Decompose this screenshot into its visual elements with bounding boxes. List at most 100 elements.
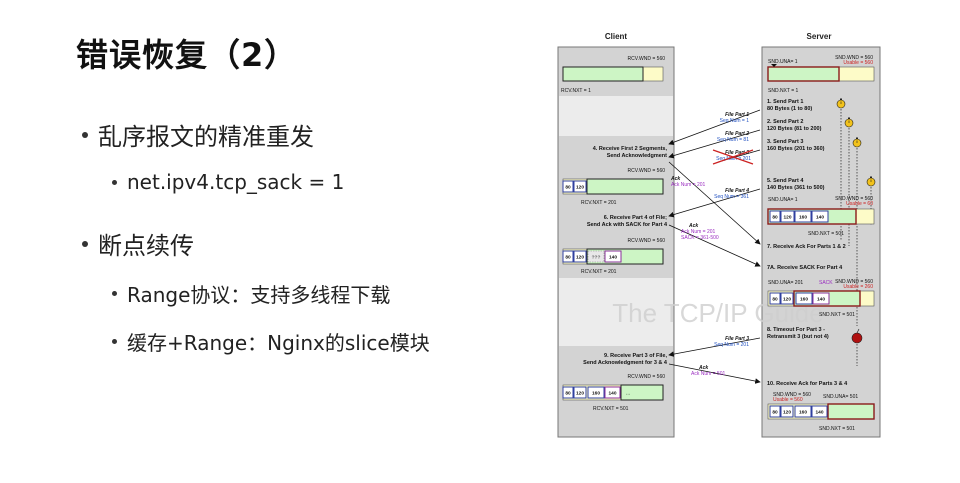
bullet-text: Range协议：支持多线程下载 — [127, 283, 391, 307]
client-gap — [559, 96, 673, 136]
msg-fp3-seq: Seq Num = 201 — [716, 156, 751, 162]
bullet-nginx-slice: 缓存+Range：Nginx的slice模块 — [112, 327, 430, 356]
rcv-wnd-label: RCV.WND = 560 — [628, 56, 666, 62]
arrow-ack-501 — [668, 363, 761, 384]
snd-wnd-label: SND.WND = 560 — [835, 55, 873, 61]
segment-cell-label: 140 — [815, 410, 823, 416]
bullet-dot — [82, 131, 88, 138]
msg-ack1-num: Ack Num = 201 — [671, 182, 706, 188]
segment-cell — [811, 210, 829, 223]
step-1-line2: 80 Bytes (1 to 80) — [767, 106, 812, 112]
sack-label: SACK — [819, 280, 833, 286]
step-2-line2: 120 Bytes (81 to 200) — [767, 126, 822, 132]
segment-cell — [562, 386, 574, 399]
snd-nxt-label: SND.NXT = 501 — [819, 312, 855, 318]
segment-cell — [562, 250, 574, 263]
rcv-nxt-label: RCV.NXT = 501 — [593, 406, 629, 412]
rcv-wnd-label: RCV.WND = 560 — [628, 238, 666, 244]
segment-cell-label: 140 — [817, 297, 825, 303]
timer-icon — [836, 98, 846, 109]
server-panel — [761, 46, 881, 438]
client-gap — [559, 278, 673, 346]
bullet-text: 缓存+Range：Nginx的slice模块 — [127, 331, 430, 355]
segment-cell-label: 80 — [565, 255, 571, 261]
bullet-range-protocol: Range协议：支持多线程下载 — [112, 279, 390, 308]
receive-window — [620, 384, 664, 401]
rcv-nxt-label: RCV.NXT = 201 — [581, 269, 617, 275]
msg-ack3-num: Ack Num = 501 — [691, 371, 726, 377]
msg-fp1-title: File Part 1 — [725, 112, 749, 118]
segment-cell — [769, 292, 781, 305]
msg-ack2-num: Ack Num = 201 — [681, 229, 716, 235]
bullet-resume-download: 断点续传 — [82, 226, 194, 261]
msg-fp3b-seq: Seq Num = 201 — [714, 342, 749, 348]
segment-cell-label: 120 — [576, 255, 584, 261]
missing-segment-cell — [587, 250, 605, 263]
msg-ack1-title: Ack — [670, 176, 680, 182]
timer-icon — [866, 176, 876, 187]
timeout-bomb-icon — [851, 328, 863, 344]
step-3-line2: 160 Bytes (201 to 360) — [767, 146, 825, 152]
segment-cell-label: 120 — [783, 297, 791, 303]
server-label: Server — [807, 32, 832, 41]
segment-cell-label: 140 — [816, 215, 824, 221]
segment-cell — [780, 292, 794, 305]
arrow-file-part-3-retransmit — [668, 337, 761, 357]
snd-wnd-label: SND.WND = 560 — [773, 392, 811, 398]
segment-cell-label: 80 — [772, 215, 778, 221]
segment-cell — [604, 250, 622, 263]
arrow-ack-sack — [668, 224, 761, 267]
step-7: 7. Receive Ack For Parts 1 & 2 — [767, 244, 846, 250]
segment-cell — [573, 180, 587, 193]
msg-fp4-seq: Seq Num = 361 — [714, 194, 749, 200]
snd-wnd-label: SND.WND = 560 — [835, 196, 873, 202]
segment-cell — [812, 292, 830, 305]
msg-fp3-title: File Part 3 — [725, 150, 749, 156]
segment-cell-label: 120 — [576, 391, 584, 397]
rcv-wnd-label: RCV.WND = 560 — [628, 374, 666, 380]
step-9-line2: Send Acknowledgment for 3 & 4 — [583, 360, 668, 366]
snd-nxt-label: SND.NXT = 501 — [808, 231, 844, 237]
step-4-line2: Send Acknowledgment — [607, 153, 667, 159]
step-5-line1: 5. Send Part 4 — [767, 178, 804, 184]
step-5-line2: 140 Bytes (361 to 500) — [767, 185, 825, 191]
segment-cell — [794, 405, 812, 418]
msg-ack2-sack: SACK = 361-500 — [681, 235, 719, 241]
segment-cell — [780, 210, 795, 223]
rcv-nxt-label: RCV.NXT = 201 — [581, 200, 617, 206]
step-1-line1: 1. Send Part 1 — [767, 99, 803, 105]
step-4-line1: 4. Receive First 2 Segments, — [593, 146, 668, 152]
send-window — [767, 66, 840, 82]
usable-label: Usable = 260 — [843, 284, 873, 290]
slide-title: 错误恢复（2） — [76, 36, 298, 74]
send-window — [827, 403, 875, 420]
step-2-line1: 2. Send Part 2 — [767, 119, 803, 125]
segment-cell-label: 80 — [772, 410, 778, 416]
msg-fp2-seq: Seq Num = 81 — [717, 137, 749, 143]
segment-cell-label: 80 — [565, 391, 571, 397]
segment-cell-label: 120 — [783, 215, 791, 221]
segment-cell-label: 160 — [799, 215, 807, 221]
segment-cell — [769, 210, 781, 223]
snd-nxt-label: SND.NXT = 501 — [819, 426, 855, 432]
segment-cell — [795, 292, 813, 305]
step-6-line2: Send Ack with SACK for Part 4 — [587, 222, 668, 228]
segment-cell — [562, 180, 574, 193]
bullet-out-of-order-resend: 乱序报文的精准重发 — [82, 117, 314, 152]
bullet-dot — [112, 339, 117, 344]
segment-cell-label: 160 — [799, 410, 807, 416]
client-label: Client — [605, 32, 628, 41]
arrow-file-part-4 — [668, 188, 761, 218]
usable-label: Usable = 560 — [843, 60, 873, 66]
bullet-dot — [112, 179, 117, 185]
snd-una-label: SND.UNA= 201 — [768, 280, 803, 286]
snd-una-label: SND.UNA= 1 — [768, 197, 798, 203]
bullet-dot — [112, 291, 117, 296]
ellipsis: ... — [626, 391, 630, 397]
tcp-sack-diagram: Client Server The TCP/IP Guide RCV.WND =… — [557, 32, 881, 438]
step-6-line1: 6. Receive Part 4 of File; — [604, 215, 667, 221]
segment-cell-label: ??? — [592, 255, 601, 261]
usable-label: Usable = 60 — [846, 201, 873, 207]
step-8-line1: 8. Timeout For Part 3 - — [767, 327, 825, 333]
snd-una-label: SND.UNA= 501 — [823, 394, 858, 400]
